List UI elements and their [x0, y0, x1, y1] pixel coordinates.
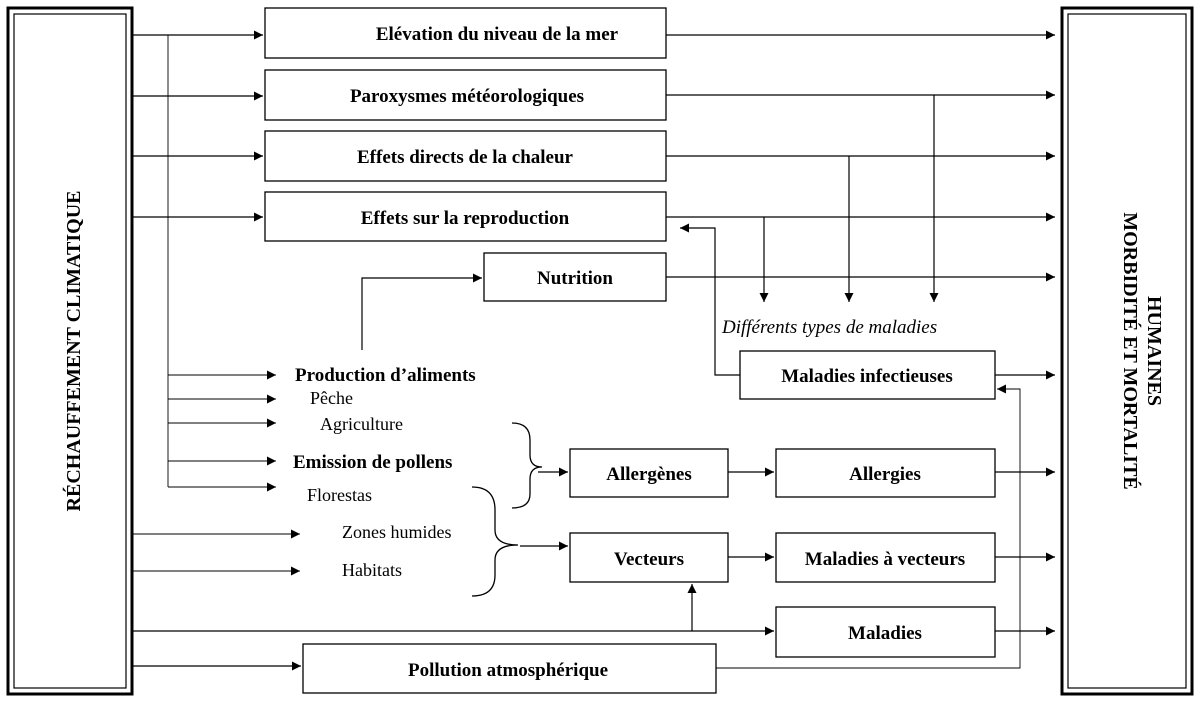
label-fishing: Pêche — [310, 388, 353, 408]
label-habitats: Habitats — [342, 560, 402, 580]
box-diseases: Maladies — [775, 606, 996, 658]
box-infectious: Maladies infectieuses — [739, 350, 996, 400]
box-sea-level: Elévation du niveau de la mer — [264, 7, 667, 59]
box-vectors: Vecteurs — [569, 532, 729, 583]
box-nutrition: Nutrition — [483, 252, 667, 302]
box-vector-diseases: Maladies à vecteurs — [775, 532, 996, 583]
box-allergens-label: Allergènes — [606, 464, 691, 485]
box-pollution-label: Pollution atmosphérique — [408, 660, 608, 681]
box-vector-diseases-label: Maladies à vecteurs — [805, 549, 965, 570]
brace-top — [511, 422, 543, 509]
box-weather: Paroxysmes météorologiques — [264, 69, 667, 121]
box-diseases-label: Maladies — [848, 623, 922, 644]
box-heat-label: Effets directs de la chaleur — [357, 147, 574, 168]
left-panel: RÉCHAUFFEMENT CLIMATIQUE — [6, 6, 134, 696]
connectors — [132, 30, 1055, 671]
label-florestas: Florestas — [307, 485, 372, 505]
label-pollen-emission: Emission de pollens — [293, 452, 452, 473]
box-heat: Effets directs de la chaleur — [264, 130, 667, 182]
right-panel: MORBIDITÉ ET MORTALITÉ HUMAINES — [1060, 6, 1194, 696]
label-agriculture: Agriculture — [320, 414, 403, 434]
label-wetlands: Zones humides — [342, 522, 452, 542]
label-disease-types: Différents types de maladies — [721, 317, 937, 338]
box-reproduction: Effets sur la reproduction — [264, 191, 667, 242]
box-sea-level-label: Elévation du niveau de la mer — [376, 24, 619, 45]
box-allergies-label: Allergies — [849, 464, 921, 485]
brace-bottom — [471, 486, 519, 597]
box-reproduction-label: Effets sur la reproduction — [361, 208, 570, 229]
right-panel-label-line1: MORBIDITÉ ET MORTALITÉ — [1119, 212, 1142, 490]
box-allergies: Allergies — [775, 448, 996, 498]
box-allergens: Allergènes — [569, 448, 729, 498]
box-weather-label: Paroxysmes météorologiques — [350, 86, 584, 107]
box-nutrition-label: Nutrition — [537, 268, 613, 289]
box-pollution: Pollution atmosphérique — [302, 643, 717, 694]
box-infectious-label: Maladies infectieuses — [781, 366, 953, 387]
label-food-production: Production d’aliments — [295, 365, 476, 386]
right-panel-label-line2: HUMAINES — [1143, 296, 1165, 406]
left-panel-label: RÉCHAUFFEMENT CLIMATIQUE — [62, 191, 85, 512]
box-vectors-label: Vecteurs — [614, 549, 684, 570]
